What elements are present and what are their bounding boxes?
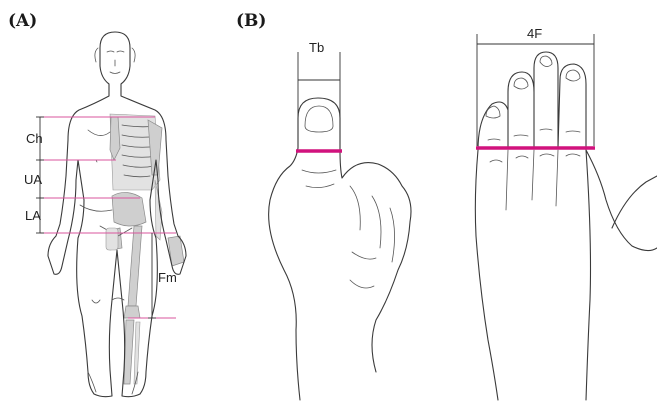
upper-abdomen-label: UA bbox=[24, 172, 42, 187]
skeleton-overlay bbox=[110, 114, 184, 384]
femur-label: Fm bbox=[158, 270, 177, 285]
four-finger-dimension bbox=[476, 34, 595, 148]
four-finger-hand-drawing bbox=[475, 52, 657, 400]
thumb-dimension bbox=[296, 52, 342, 151]
chest-label: Ch bbox=[26, 131, 43, 146]
four-finger-label: 4F bbox=[527, 26, 542, 41]
lower-abdomen-label: LA bbox=[25, 208, 41, 223]
thumb-label: Tb bbox=[309, 40, 324, 55]
human-body-figure bbox=[48, 32, 186, 397]
panel-b-label: (B) bbox=[236, 11, 266, 31]
panel-a-label: (A) bbox=[8, 11, 37, 31]
